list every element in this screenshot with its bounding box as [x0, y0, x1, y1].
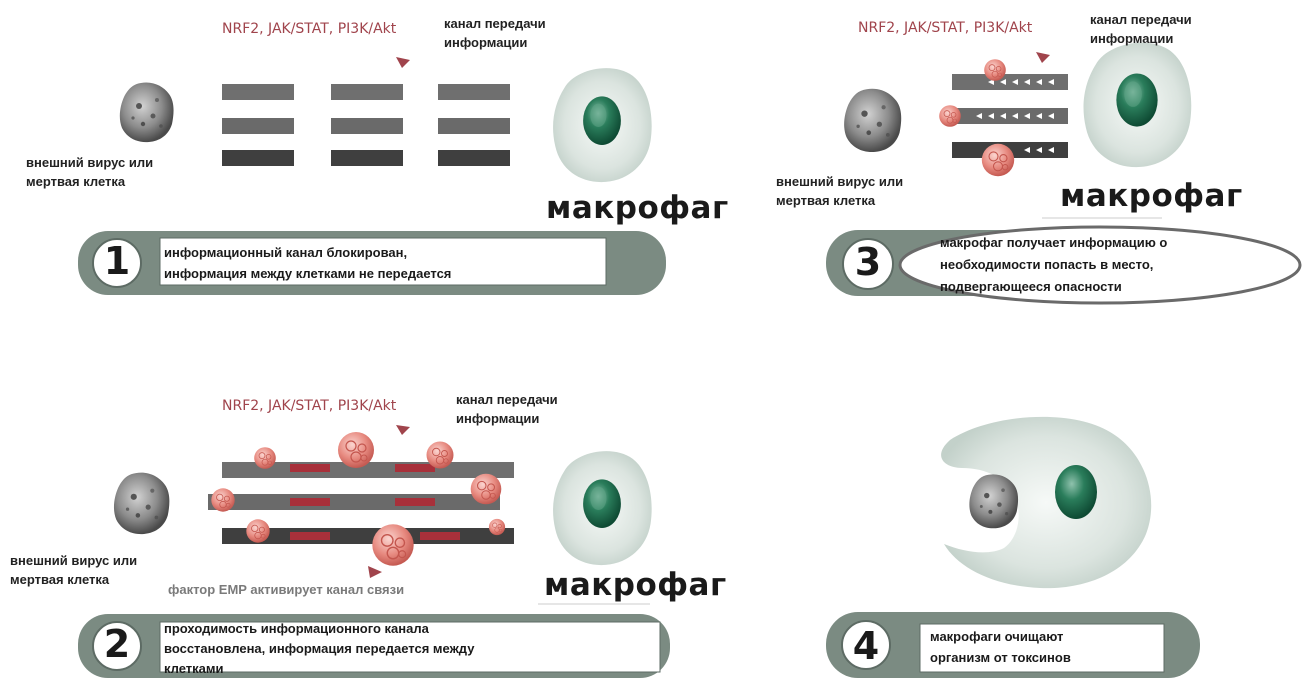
signal-molecule-icon	[426, 441, 454, 469]
virus-icon	[844, 88, 902, 153]
signal-molecule-icon	[245, 518, 271, 544]
pointer-arrow-icon	[1036, 52, 1050, 63]
step-number: 1	[103, 239, 131, 283]
nucleus-icon	[1055, 465, 1097, 519]
pointer-arrow-icon	[396, 425, 410, 435]
blocked-channels	[222, 84, 510, 166]
engulfing-macrophage-icon	[941, 416, 1152, 589]
pathways-label: NRF2, JAK/STAT, PI3K/Akt	[858, 20, 1033, 36]
panel-1-caption: информационный канал блокирован,информац…	[164, 245, 452, 281]
macrophage-label: макрофаг	[544, 567, 727, 603]
virus-icon	[113, 472, 170, 535]
macrophage-label: макрофаг	[1060, 178, 1243, 214]
signal-molecule-icon	[371, 523, 415, 567]
panel-1-diagram	[78, 57, 666, 295]
signal-molecule-icon	[488, 518, 506, 536]
emp-factor-label: фактор EMP активирует канал связи	[168, 582, 405, 597]
open-channels	[208, 462, 514, 544]
macrophage-cell-icon	[1083, 42, 1192, 168]
panel-1-caption-box	[78, 231, 666, 295]
signal-molecule-icon	[938, 104, 962, 128]
pathways-label: NRF2, JAK/STAT, PI3K/Akt	[222, 21, 397, 37]
pointer-arrow-icon	[396, 57, 410, 68]
signal-molecule-icon	[983, 58, 1007, 82]
step-number: 2	[103, 622, 131, 666]
panel-4-caption-box	[826, 612, 1200, 678]
pathways-label: NRF2, JAK/STAT, PI3K/Akt	[222, 398, 397, 414]
virus-icon	[119, 82, 174, 143]
signal-molecule-icon	[253, 446, 277, 470]
panel-3-caption-box	[826, 225, 1302, 305]
virus-icon	[969, 474, 1019, 529]
panel-4-diagram	[826, 416, 1200, 678]
signal-molecule-icon	[337, 431, 375, 469]
panel-2-diagram	[78, 425, 670, 678]
step-number: 4	[852, 624, 880, 668]
panel-2-caption-box	[78, 614, 670, 678]
panel-3-diagram	[826, 42, 1302, 305]
signal-molecule-icon	[210, 487, 236, 513]
pointer-arrow-icon	[368, 566, 382, 578]
signal-molecule-icon	[470, 473, 502, 505]
macrophage-cell-icon	[553, 68, 652, 183]
macrophage-cell-icon	[553, 451, 652, 566]
macrophage-label: макрофаг	[546, 190, 729, 226]
step-number: 3	[854, 240, 882, 284]
signal-molecule-icon	[981, 143, 1015, 177]
